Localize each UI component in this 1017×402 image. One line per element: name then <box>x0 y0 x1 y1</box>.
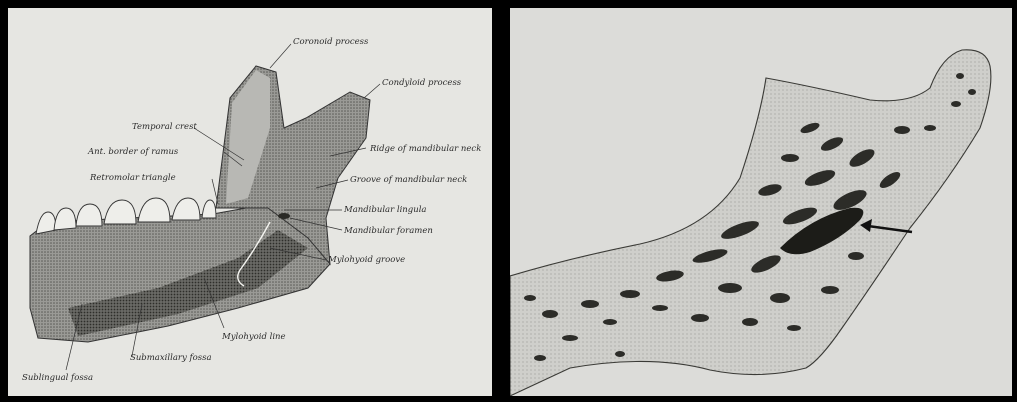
mandibular-foramen <box>278 213 290 219</box>
label-coronoid-process: Coronoid process <box>293 37 369 47</box>
label-retromolar-triangle: Retromolar triangle <box>89 173 176 183</box>
mandible-drawing: Coronoid process Condyloid process Tempo… <box>8 8 492 396</box>
bone-section-drawing <box>510 8 1012 396</box>
label-submaxillary-fossa: Submaxillary fossa <box>130 353 212 363</box>
label-ant-border-ramus: Ant. border of ramus <box>87 147 179 157</box>
label-sublingual-fossa: Sublingual fossa <box>22 373 93 383</box>
mandible-illustration-panel: Coronoid process Condyloid process Tempo… <box>8 8 492 396</box>
label-mylohyoid-groove: Mylohyoid groove <box>327 255 405 265</box>
label-mandibular-lingula: Mandibular lingula <box>343 205 427 215</box>
label-condyloid-process: Condyloid process <box>382 78 462 88</box>
label-groove-mandibular-neck: Groove of mandibular neck <box>350 175 467 185</box>
trabecular-bone-illustration-panel <box>510 8 1012 396</box>
label-mandibular-foramen: Mandibular foramen <box>343 226 433 236</box>
label-ridge-mandibular-neck: Ridge of mandibular neck <box>369 144 481 154</box>
label-mylohyoid-line: Mylohyoid line <box>221 332 286 342</box>
label-temporal-crest: Temporal crest <box>132 122 197 132</box>
